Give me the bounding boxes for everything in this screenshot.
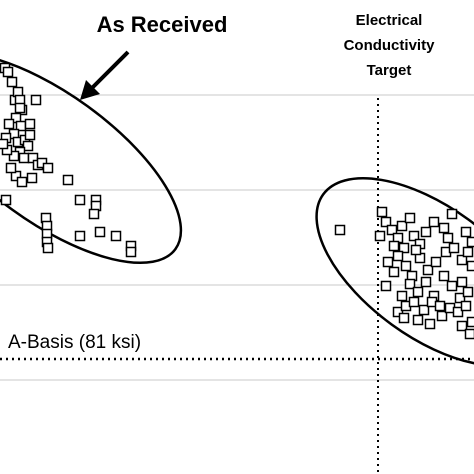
gridlines — [0, 94, 474, 381]
as-received-points — [0, 62, 137, 258]
data-point — [392, 306, 404, 318]
data-point — [410, 244, 422, 256]
data-point — [94, 226, 106, 238]
data-point — [446, 208, 458, 220]
data-point — [456, 276, 468, 288]
data-point — [22, 140, 34, 152]
data-point — [442, 232, 454, 244]
data-point — [466, 236, 474, 248]
data-point — [412, 286, 424, 298]
data-point — [386, 224, 398, 236]
data-point — [428, 216, 440, 228]
data-point — [0, 138, 9, 150]
data-point — [16, 176, 28, 188]
data-point — [418, 304, 430, 316]
data-point — [6, 76, 18, 88]
data-point — [18, 152, 30, 164]
data-point — [374, 230, 386, 242]
data-point — [452, 306, 464, 318]
a-basis-label: A-Basis (81 ksi) — [8, 332, 141, 353]
arrow — [80, 50, 130, 100]
data-point — [30, 94, 42, 106]
data-point — [62, 174, 74, 186]
data-point — [5, 162, 17, 174]
data-point — [88, 208, 100, 220]
ec-target-label-line-2: Conductivity — [344, 37, 435, 54]
data-point — [380, 216, 392, 228]
data-point — [8, 150, 20, 162]
data-point — [396, 220, 408, 232]
data-point — [400, 260, 412, 272]
data-point — [388, 240, 400, 252]
data-point — [2, 66, 14, 78]
data-point — [420, 276, 432, 288]
data-point — [456, 320, 468, 332]
data-point — [24, 129, 36, 141]
data-point — [380, 280, 392, 292]
ec-target-label-line-3: Target — [367, 62, 412, 79]
data-point — [398, 312, 410, 324]
data-point — [466, 260, 474, 272]
data-point — [42, 242, 54, 254]
data-point — [110, 230, 122, 242]
data-point — [438, 270, 450, 282]
data-point — [24, 118, 36, 130]
data-point — [464, 328, 474, 340]
data-point — [408, 230, 420, 242]
data-point — [404, 212, 416, 224]
data-point — [0, 194, 12, 206]
data-point — [456, 254, 468, 266]
as-received-ellipse — [0, 51, 183, 265]
data-point — [424, 318, 436, 330]
data-point — [446, 280, 458, 292]
data-point — [462, 246, 474, 258]
as-received-label: As Received — [97, 12, 228, 37]
data-point — [434, 300, 446, 312]
data-point — [74, 194, 86, 206]
data-point — [42, 162, 54, 174]
data-point — [14, 102, 26, 114]
data-point — [462, 286, 474, 298]
data-point — [454, 292, 466, 304]
data-point — [420, 226, 432, 238]
data-point — [460, 226, 472, 238]
data-point — [404, 278, 416, 290]
data-point — [408, 296, 420, 308]
data-point — [26, 172, 38, 184]
data-point — [412, 314, 424, 326]
data-point — [3, 118, 15, 130]
data-point — [376, 206, 388, 218]
post-treatment-points — [334, 206, 474, 340]
data-point — [460, 300, 472, 312]
data-point — [396, 290, 408, 302]
data-point — [398, 242, 410, 254]
data-point — [448, 242, 460, 254]
data-point — [74, 230, 86, 242]
data-point — [392, 250, 404, 262]
data-point — [438, 222, 450, 234]
data-point — [436, 310, 448, 322]
post-treatment-ellipse — [315, 177, 474, 367]
ec-target-label-line-1: Electrical — [356, 12, 423, 29]
data-point — [334, 224, 346, 236]
data-point — [388, 266, 400, 278]
data-point — [422, 264, 434, 276]
data-point — [382, 256, 394, 268]
data-point — [125, 246, 137, 258]
data-point — [430, 256, 442, 268]
data-point — [466, 316, 474, 328]
